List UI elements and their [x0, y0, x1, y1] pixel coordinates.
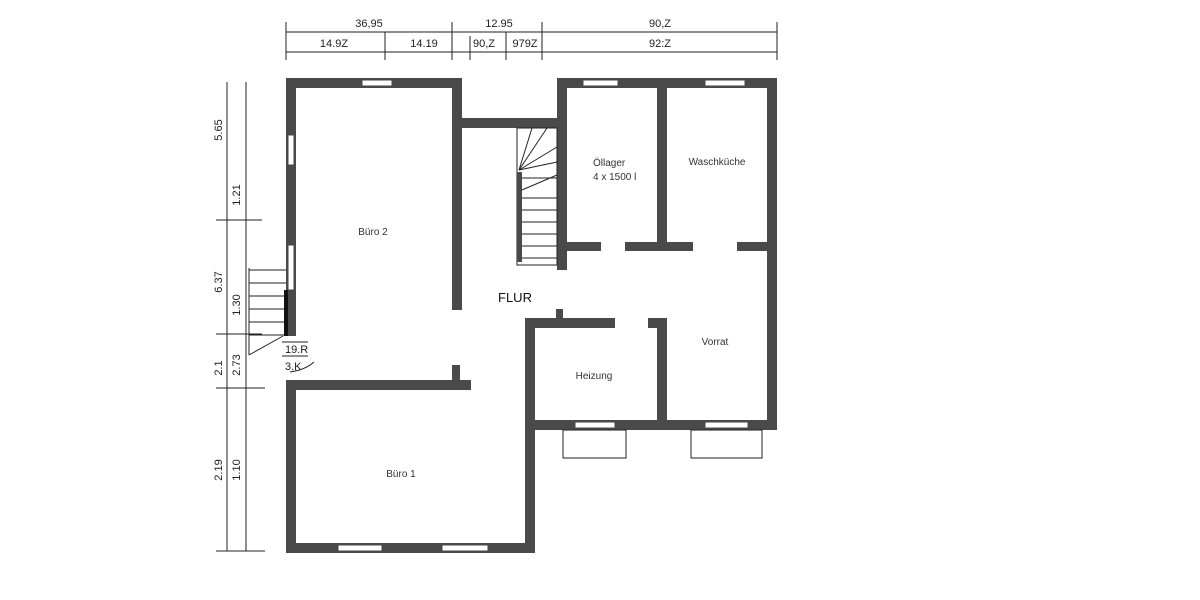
dim-left-2: 6.37 [213, 271, 225, 292]
dim-left-5: 1.21 [231, 184, 243, 205]
dim-top-4: 14.9Z [320, 38, 348, 50]
dim-left-8: 1.10 [231, 459, 243, 480]
dim-top-2: 12.95 [485, 18, 513, 30]
dim-top-3: 90,Z [649, 18, 671, 30]
room-label-buero2: Büro 2 [358, 227, 388, 238]
inner-stairs [516, 127, 558, 266]
room-label-oellager: Öllager [593, 157, 626, 169]
stair-label-1: 19.R [285, 344, 308, 356]
left-dimension-lines [216, 82, 265, 552]
dim-top-5: 14.19 [410, 38, 438, 50]
room-note-oellager: 4 x 1500 l [593, 172, 636, 183]
room-label-heizung: Heizung [576, 371, 613, 382]
dim-top-8: 92:Z [649, 38, 671, 50]
dim-left-7: 2.73 [231, 354, 243, 375]
dim-top-1: 36,95 [355, 18, 383, 30]
dim-top-6: 90,Z [473, 38, 495, 50]
dim-top-7: 979Z [512, 38, 537, 50]
dim-left-6: 1.30 [231, 294, 243, 315]
top-dimension-lines [285, 22, 778, 60]
room-label-vorrat: Vorrat [702, 337, 729, 348]
room-label-waschkueche: Waschküche [689, 157, 746, 168]
dim-left-4: 2.19 [213, 459, 225, 480]
room-label-buero1: Büro 1 [386, 469, 416, 480]
stair-label-2: 3.K [285, 361, 302, 373]
windows [287, 79, 763, 552]
outside-stairs [248, 268, 315, 373]
walls [284, 78, 777, 553]
dim-left-1: 5.65 [213, 119, 225, 140]
dim-left-3: 2.1 [213, 360, 225, 375]
room-label-flur: FLUR [498, 290, 532, 305]
